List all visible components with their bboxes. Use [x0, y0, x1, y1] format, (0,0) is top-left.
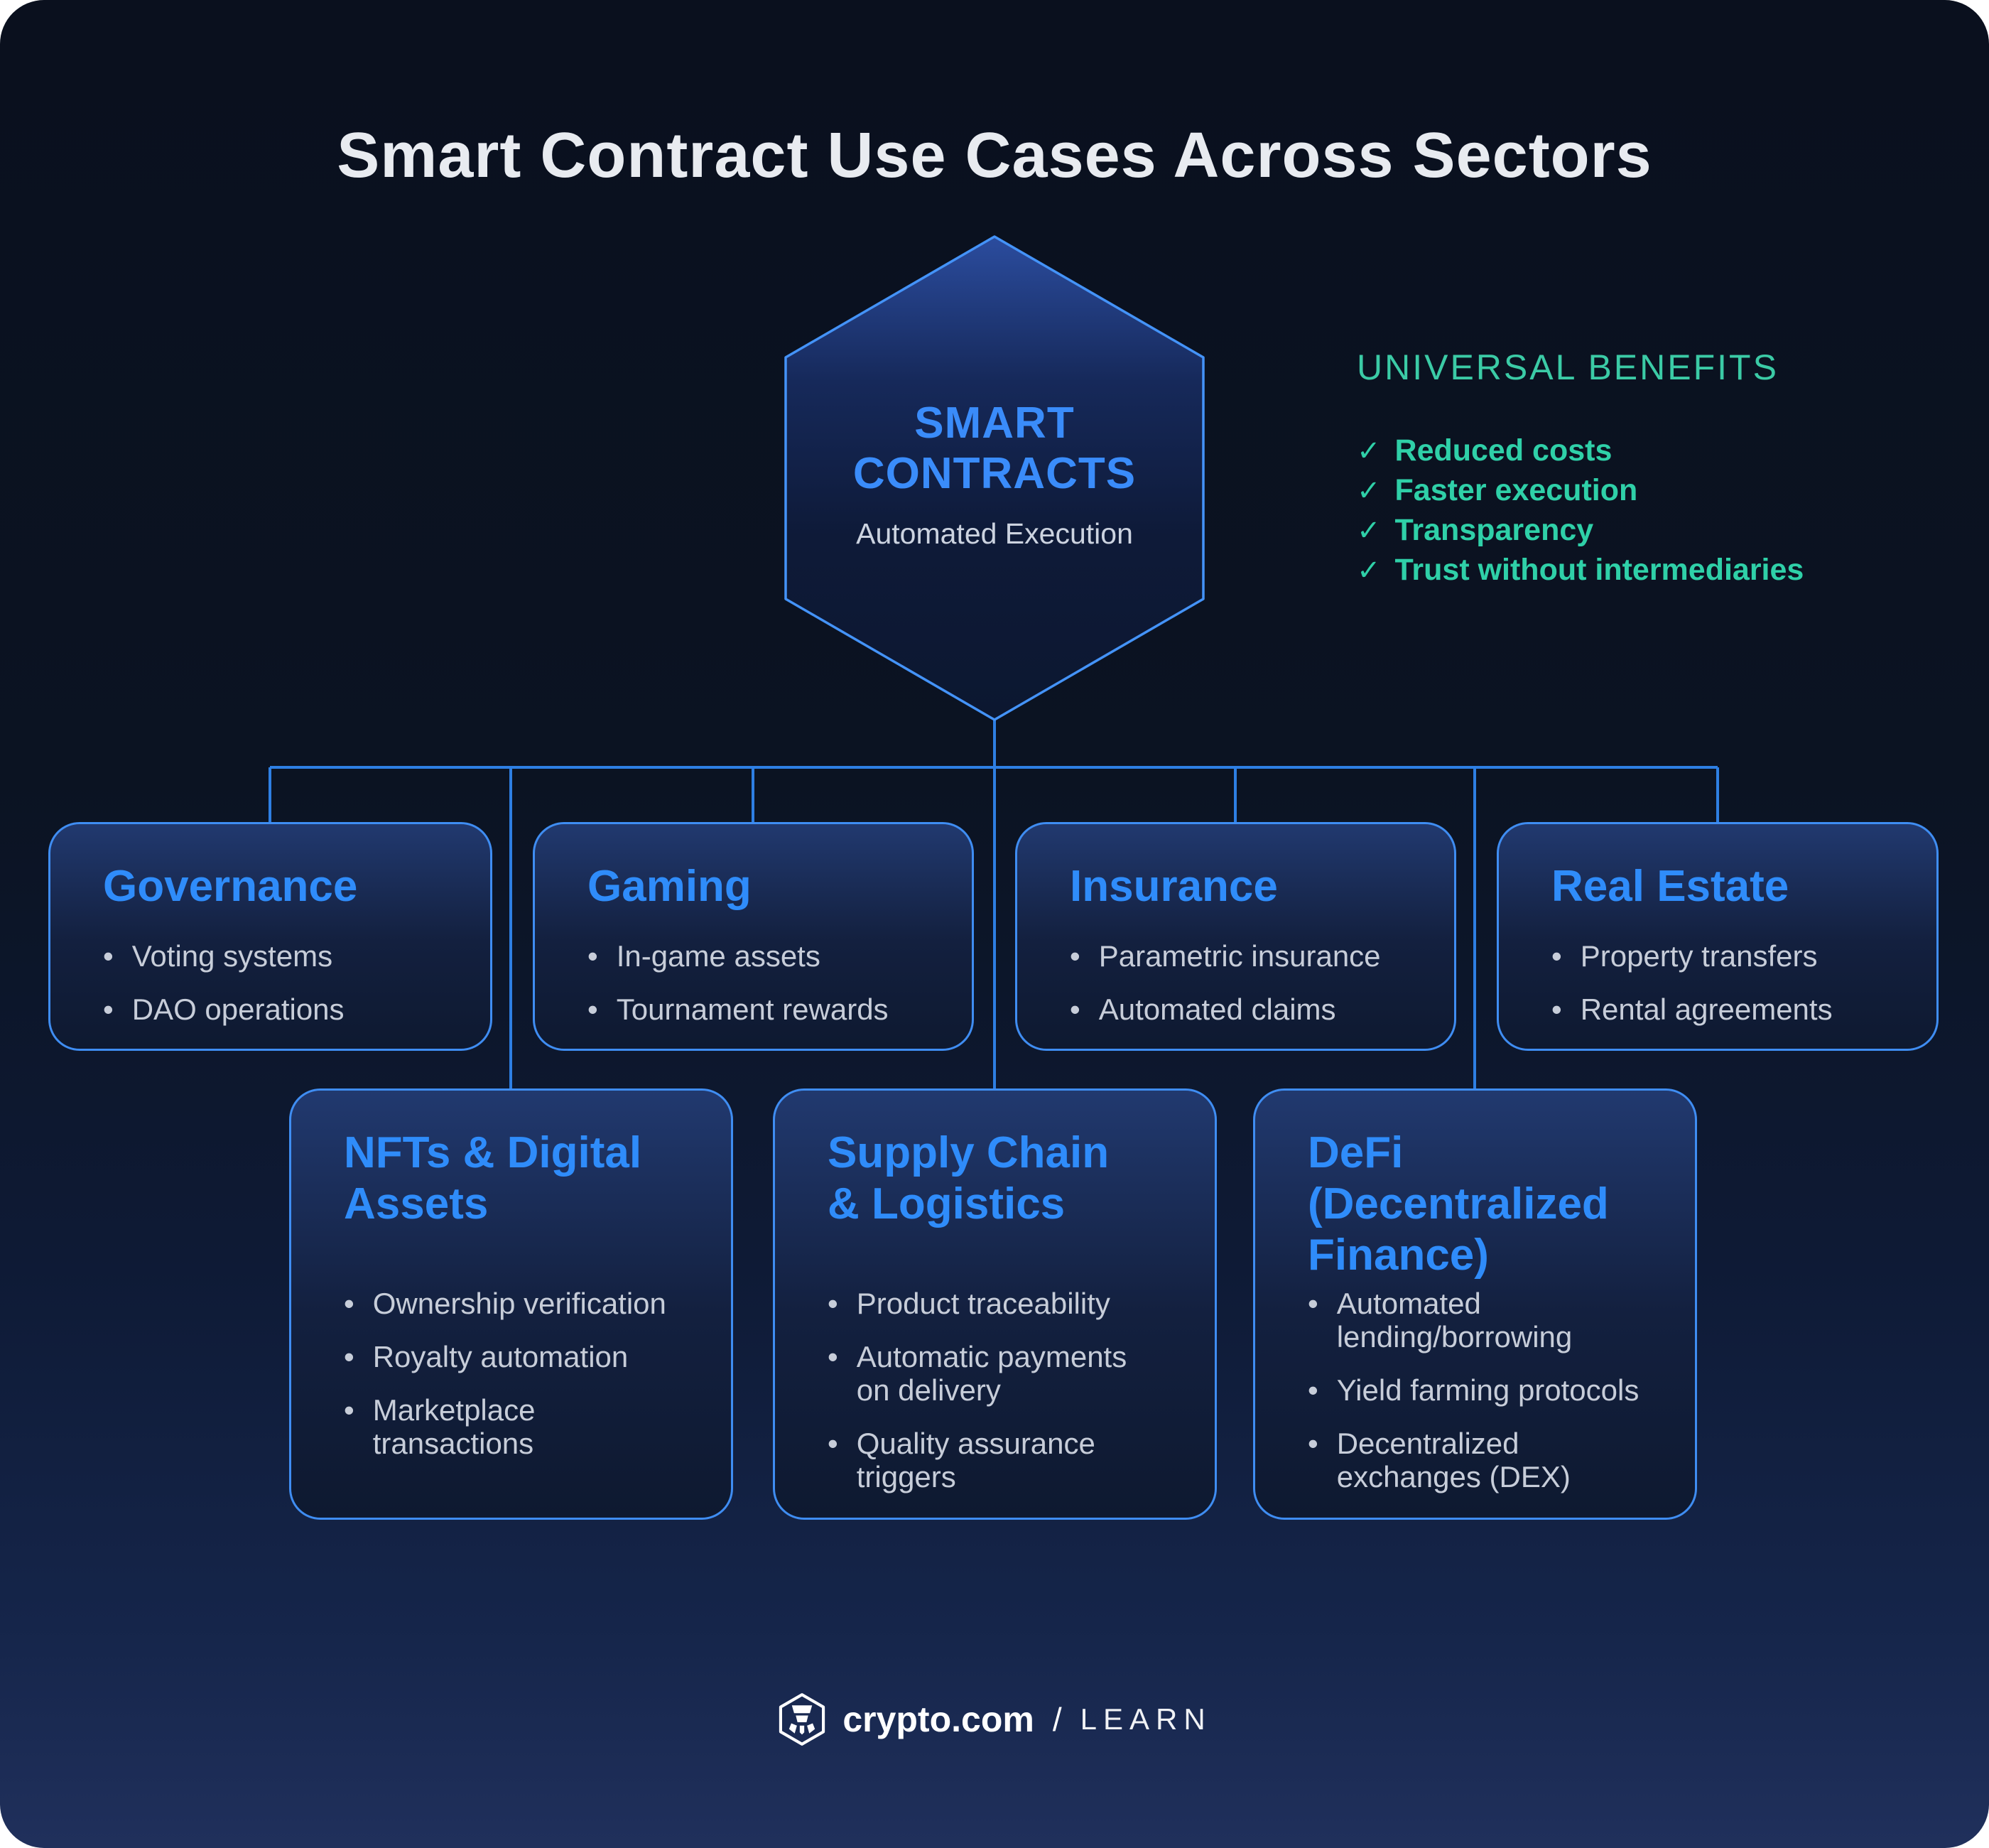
benefit-label: Trust without intermediaries — [1394, 553, 1804, 587]
hexagon-title: SMART CONTRACTS — [852, 398, 1137, 498]
bullet-icon: • — [828, 1287, 838, 1320]
bullet-label: Rental agreements — [1580, 992, 1833, 1026]
bullet-item: • Tournament rewards — [587, 993, 938, 1026]
bullet-icon: • — [344, 1287, 354, 1320]
check-icon: ✓ — [1357, 555, 1381, 586]
page-title: Smart Contract Use Cases Across Sectors — [337, 120, 1652, 192]
bullet-icon: • — [1070, 939, 1080, 973]
bullet-icon: • — [1308, 1427, 1318, 1461]
bullet-icon: • — [828, 1427, 838, 1461]
bullet-item: • Quality assurance triggers — [828, 1427, 1181, 1493]
bullet-list: • Automated lending/borrowing • Yield farm… — [1308, 1287, 1661, 1493]
bullet-item: • Ownership verification — [344, 1287, 697, 1320]
sector-title: Gaming — [587, 862, 752, 911]
bullet-icon: • — [344, 1340, 354, 1374]
bullet-icon: • — [1070, 992, 1080, 1026]
bullet-item: • Product traceability — [828, 1287, 1181, 1320]
sector-box-gaming: Gaming • In-game assets • Tournament rewar… — [533, 822, 974, 1051]
bullet-label: Automated claims — [1098, 992, 1336, 1026]
bullet-item: • Automated lending/borrowing — [1308, 1287, 1661, 1353]
benefit-item: ✓ Transparency — [1357, 513, 1804, 553]
benefit-label: Faster execution — [1394, 473, 1638, 507]
bullet-list: • In-game assets • Tournament rewards — [587, 939, 938, 1026]
sector-box-nfts-digital-assets: NFTs & Digital Assets • Ownership verific… — [289, 1088, 733, 1520]
bullet-icon: • — [1308, 1373, 1318, 1407]
benefit-label: Reduced costs — [1394, 433, 1613, 468]
bullet-label: Property transfers — [1580, 939, 1818, 973]
bullet-item: • Voting systems — [103, 939, 456, 973]
bullet-icon: • — [587, 992, 598, 1026]
bullet-label: Quality assurance triggers — [856, 1427, 1095, 1494]
sector-box-supply-chain-logistics: Supply Chain & Logistics • Product tracea… — [773, 1088, 1217, 1520]
bullet-label: Yield farming protocols — [1336, 1373, 1640, 1407]
benefit-item: ✓ Reduced costs — [1357, 433, 1804, 473]
bullet-label: Product traceability — [856, 1287, 1110, 1320]
bullet-list: • Voting systems • DAO operations — [103, 939, 456, 1026]
sector-title: Insurance — [1070, 862, 1278, 911]
hexagon-shape — [784, 235, 1205, 721]
check-icon: ✓ — [1357, 515, 1381, 546]
bullet-label: Tournament rewards — [616, 992, 889, 1026]
bullet-label: Automatic payments on delivery — [856, 1340, 1127, 1407]
footer-logo: crypto.com / LEARN — [0, 1688, 1989, 1751]
bullet-item: • Decentralized exchanges (DEX) — [1308, 1427, 1661, 1493]
brand-learn-label: LEARN — [1080, 1702, 1212, 1736]
bullet-list: • Ownership verification • Royalty automat… — [344, 1287, 697, 1460]
bullet-icon: • — [103, 939, 114, 973]
benefits-heading: UNIVERSAL BENEFITS — [1357, 347, 1779, 387]
cryptocom-lion-icon — [779, 1693, 825, 1746]
bullet-icon: • — [1308, 1287, 1318, 1320]
bullet-list: • Product traceability • Automatic payment… — [828, 1287, 1181, 1493]
sector-title: NFTs & Digital Assets — [344, 1128, 642, 1228]
benefit-label: Transparency — [1394, 513, 1594, 547]
universal-benefits-panel: UNIVERSAL BENEFITS ✓ Reduced costs ✓ Fas… — [1357, 347, 1804, 593]
bullet-item: • Yield farming protocols — [1308, 1373, 1661, 1407]
bullet-label: Ownership verification — [372, 1287, 666, 1320]
bullet-list: • Parametric insurance • Automated claims — [1070, 939, 1420, 1026]
bullet-item: • Marketplace transactions — [344, 1393, 697, 1460]
bullet-icon: • — [828, 1340, 838, 1374]
bullet-item: • In-game assets — [587, 939, 938, 973]
sector-box-real-estate: Real Estate • Property transfers • Rental … — [1497, 822, 1939, 1051]
check-icon: ✓ — [1357, 436, 1381, 467]
bullet-icon: • — [587, 939, 598, 973]
sector-box-defi: DeFi (Decentralized Finance) • Automated … — [1253, 1088, 1697, 1520]
bullet-list: • Property transfers • Rental agreements — [1551, 939, 1902, 1026]
bullet-item: • Parametric insurance — [1070, 939, 1420, 973]
sector-box-governance: Governance • Voting systems • DAO operatio… — [48, 822, 492, 1051]
bullet-label: Voting systems — [131, 939, 333, 973]
bullet-item: • Automatic payments on delivery — [828, 1340, 1181, 1407]
bullet-label: Parametric insurance — [1098, 939, 1381, 973]
sector-title: Governance — [103, 862, 358, 911]
bullet-label: DAO operations — [131, 992, 345, 1026]
sector-title: Real Estate — [1551, 862, 1789, 911]
smart-contracts-hexagon: SMART CONTRACTS Automated Execution — [784, 234, 1205, 722]
brand-separator: / — [1052, 1701, 1062, 1738]
sector-box-insurance: Insurance • Parametric insurance • Automat… — [1015, 822, 1456, 1051]
bullet-icon: • — [344, 1393, 354, 1427]
bullet-label: Decentralized exchanges (DEX) — [1336, 1427, 1571, 1494]
bullet-label: Automated lending/borrowing — [1336, 1287, 1573, 1354]
bullet-icon: • — [103, 992, 114, 1026]
bullet-label: Royalty automation — [372, 1340, 629, 1374]
bullet-icon: • — [1551, 939, 1562, 973]
bullet-item: • Royalty automation — [344, 1340, 697, 1373]
bullet-item: • Rental agreements — [1551, 993, 1902, 1026]
bullet-item: • Property transfers — [1551, 939, 1902, 973]
bullet-item: • Automated claims — [1070, 993, 1420, 1026]
hexagon-subtitle: Automated Execution — [856, 517, 1133, 551]
bullet-label: In-game assets — [616, 939, 820, 973]
check-icon: ✓ — [1357, 475, 1381, 507]
benefit-item: ✓ Trust without intermediaries — [1357, 553, 1804, 593]
sector-title: Supply Chain & Logistics — [828, 1128, 1110, 1228]
benefit-item: ✓ Faster execution — [1357, 473, 1804, 513]
bullet-label: Marketplace transactions — [372, 1393, 536, 1461]
bullet-item: • DAO operations — [103, 993, 456, 1026]
brand-name: crypto.com — [842, 1700, 1034, 1739]
sector-title: DeFi (Decentralized Finance) — [1308, 1128, 1609, 1280]
bullet-icon: • — [1551, 992, 1562, 1026]
